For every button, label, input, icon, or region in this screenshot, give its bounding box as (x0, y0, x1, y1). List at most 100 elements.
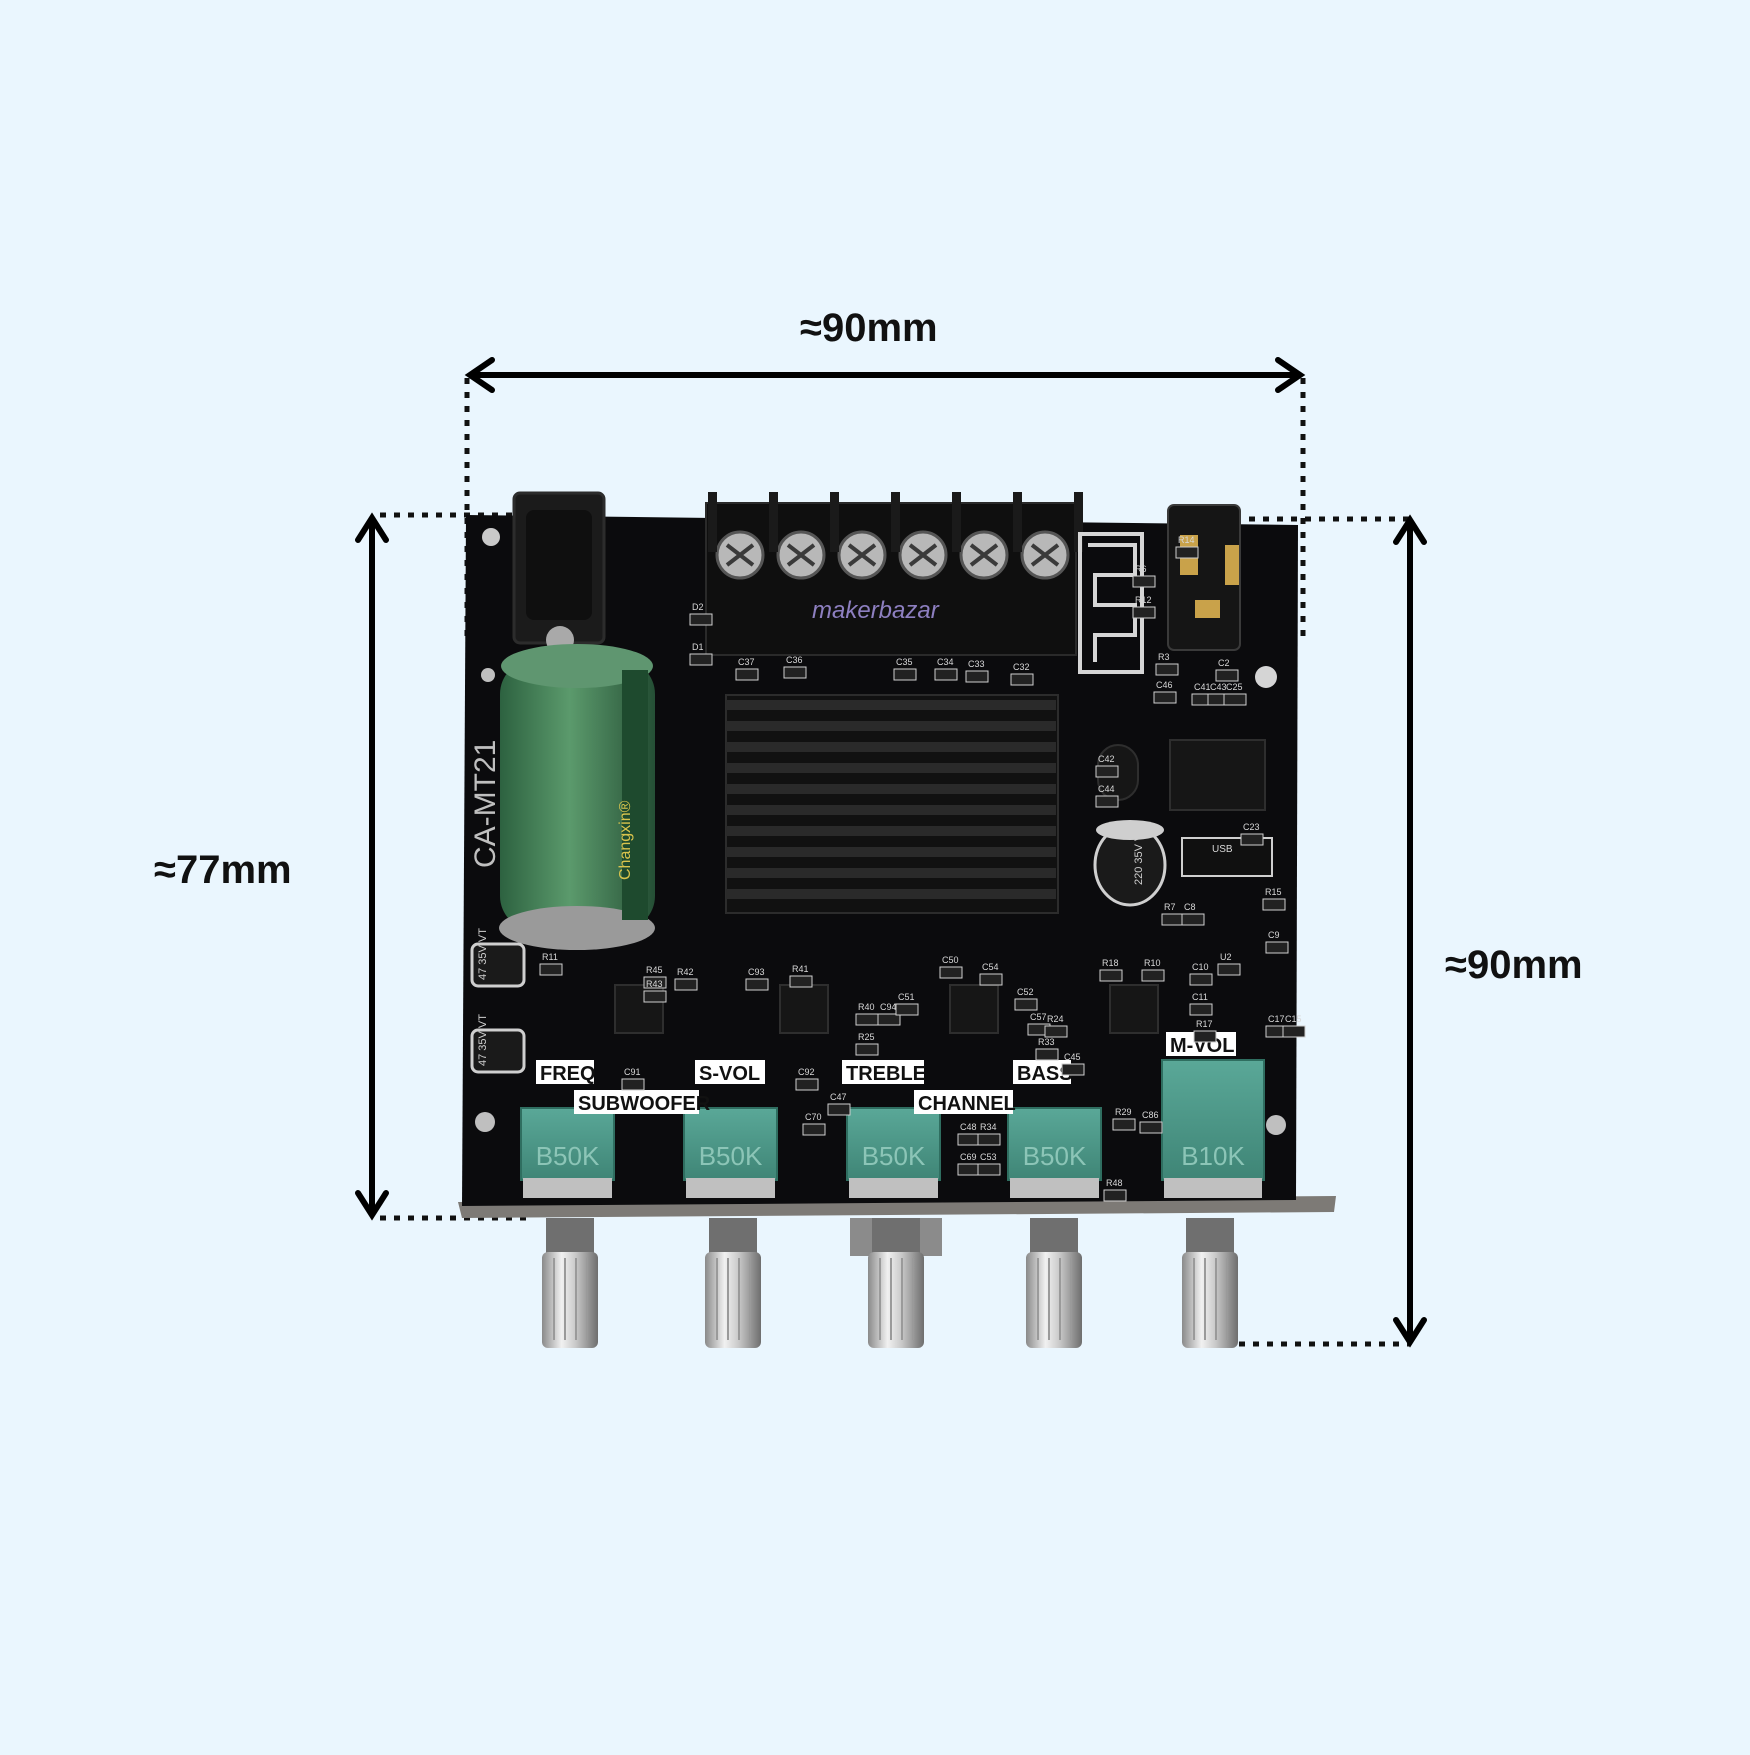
component-ref-label: C8 (1184, 902, 1196, 912)
component-ref-label: C44 (1098, 784, 1115, 794)
width-arrow (464, 357, 1306, 393)
smd-component: R41 (789, 964, 813, 988)
smd-component: C2 (1215, 658, 1239, 682)
component-ref-label: R43 (646, 979, 663, 989)
smd-component: R48 (1103, 1178, 1127, 1202)
component-ref-label: C47 (830, 1092, 847, 1102)
component-ref-label: R3 (1158, 652, 1170, 662)
smd-component: C8 (1181, 902, 1205, 926)
potentiometer-value: B10K (1181, 1141, 1245, 1171)
component-ref-label: R41 (792, 964, 809, 974)
component-ref-label: R48 (1106, 1178, 1123, 1188)
smd-component: D2 (689, 602, 713, 626)
smd-component: C50 (939, 955, 963, 979)
component-ref-label: C23 (1243, 822, 1260, 832)
smd-component: C11 (1189, 992, 1213, 1016)
smd-component: C37 (735, 657, 759, 681)
smd-component: C34 (934, 657, 958, 681)
heatsink-fin (726, 868, 1056, 878)
potentiometer: B50K (520, 1107, 615, 1198)
component-ref-label: R24 (1047, 1014, 1064, 1024)
smd-component: C9 (1265, 930, 1289, 954)
component-ref-label: C70 (805, 1112, 822, 1122)
small-capacitors (470, 820, 1167, 1074)
component-ref-label: C36 (786, 655, 803, 665)
component-ref-label: R42 (677, 967, 694, 977)
component-ref-label: D1 (692, 642, 704, 652)
smd-component: R43 (643, 979, 667, 1003)
brand-watermark: makerbazar (812, 597, 940, 624)
smd-component: R34 (977, 1122, 1001, 1146)
heatsink-fin (726, 889, 1056, 899)
component-ref-label: C32 (1013, 662, 1030, 672)
component-ref-label: C69 (960, 1152, 977, 1162)
component-ref-label: C15 (1285, 1014, 1302, 1024)
component-ref-label: C93 (748, 967, 765, 977)
terminal-screw (837, 530, 887, 580)
knob-label: TREBLE (846, 1063, 926, 1085)
component-ref-label: C33 (968, 659, 985, 669)
terminal-screw (715, 530, 765, 580)
smd-component: C25 (1223, 682, 1247, 706)
component-ref-label: D2 (692, 602, 704, 612)
smd-component: C35 (893, 657, 917, 681)
component-ref-label: C86 (1142, 1110, 1159, 1120)
component-ref-label: R7 (1164, 902, 1176, 912)
smd-component: C44 (1095, 784, 1119, 808)
component-ref-label: R45 (646, 965, 663, 975)
component-ref-label: C2 (1218, 658, 1230, 668)
knob-label: S-VOL (699, 1063, 760, 1085)
terminal-screw (898, 530, 948, 580)
smd-component: R10 (1141, 958, 1165, 982)
component-ref-label: C57 (1030, 1012, 1047, 1022)
smd-component: R6 (1132, 564, 1156, 588)
smd-component: R17 (1193, 1019, 1217, 1043)
component-ref-label: C35 (896, 657, 913, 667)
component-ref-label: U2 (1220, 952, 1232, 962)
component-ref-label: R29 (1115, 1107, 1132, 1117)
group-label: SUBWOOFER (578, 1093, 711, 1115)
width-dimension-label: ≈90mm (800, 306, 938, 350)
control-knob (1026, 1218, 1082, 1348)
dc-power-jack (512, 491, 606, 654)
audio-input-jack (1167, 504, 1241, 651)
height-arrow (355, 512, 389, 1221)
knob-label: FREQ (540, 1063, 596, 1085)
component-ref-label: C45 (1064, 1052, 1081, 1062)
smd-component: U2 (1217, 952, 1241, 976)
heatsink-fin (726, 805, 1056, 815)
smd-component: R12 (1132, 595, 1156, 619)
smd-component: R3 (1155, 652, 1179, 676)
height-dimension-label: ≈77mm (154, 848, 292, 892)
potentiometer-value: B50K (1023, 1141, 1087, 1171)
terminal-screw (776, 530, 826, 580)
potentiometer: B50K (1007, 1107, 1102, 1198)
component-ref-label: C11 (1192, 992, 1208, 1002)
potentiometer-value: B50K (536, 1141, 600, 1171)
smd-component: R25 (855, 1032, 879, 1056)
component-ref-label: R18 (1102, 958, 1119, 968)
smd-component: C51 (895, 992, 919, 1016)
component-ref-label: R34 (980, 1122, 997, 1132)
smd-component: C42 (1095, 754, 1119, 778)
bluetooth-antenna-trace (1078, 532, 1144, 674)
smd-component: R33 (1035, 1037, 1059, 1061)
control-knob (705, 1218, 761, 1348)
component-ref-label: C54 (982, 962, 999, 972)
small-capacitor-label-2: 47 35V VT (477, 1014, 489, 1066)
component-ref-label: C41 (1194, 682, 1211, 692)
smd-component: C23 (1240, 822, 1264, 846)
terminal-screw (1020, 530, 1070, 580)
potentiometer-value: B50K (699, 1141, 763, 1171)
component-ref-label: R17 (1196, 1019, 1213, 1029)
smd-component: C36 (783, 655, 807, 679)
speaker-terminal-block (705, 492, 1083, 656)
component-ref-label: C37 (738, 657, 755, 667)
control-knob (850, 1218, 942, 1348)
smd-component: C32 (1010, 662, 1034, 686)
heatsink-fin (726, 700, 1056, 710)
component-ref-label: C94 (880, 1002, 897, 1012)
component-ref-label: R6 (1135, 564, 1147, 574)
